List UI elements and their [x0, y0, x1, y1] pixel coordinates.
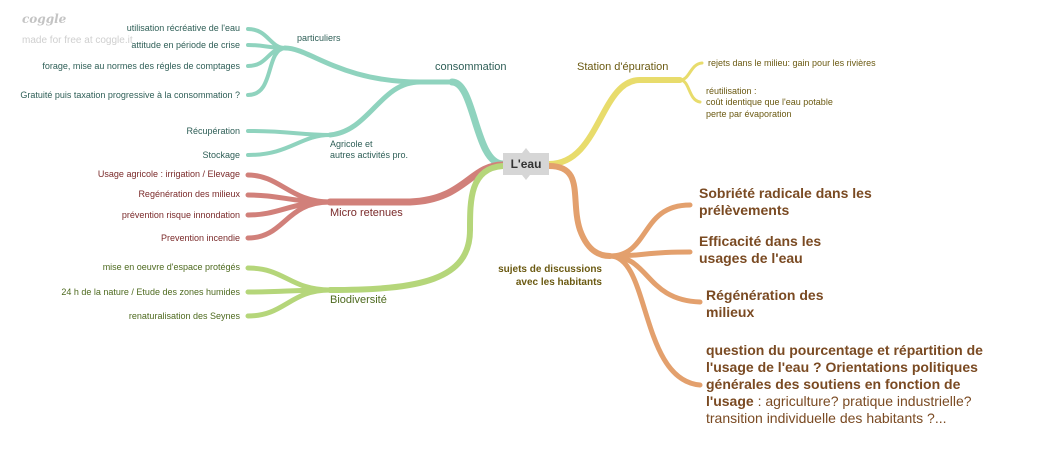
micro-item-1[interactable]: Regénération des milieux: [138, 189, 240, 199]
node-agricole-line2: autres activités pro.: [330, 150, 409, 161]
sujets-question-line3: générales des soutiens en fonction de: [706, 376, 961, 392]
node-sujets-line1: sujets de discussions: [498, 264, 602, 275]
coggle-credit: made for free at coggle.it: [22, 35, 133, 46]
link-root-sujets: [546, 163, 613, 259]
biodiversite-item-0[interactable]: mise en oeuvre d'espace protégés: [102, 262, 240, 272]
link-consommation-agricole: [327, 79, 423, 138]
sujets-question[interactable]: question du pourcentage et répartition d…: [706, 342, 1026, 427]
sujets-item-2-line2: milieux: [706, 304, 755, 320]
micro-item-2[interactable]: prévention risque innondation: [121, 210, 240, 220]
micro-item-3[interactable]: Prevention incendie: [160, 233, 240, 243]
node-sujets-line2: avec les habitants: [515, 276, 602, 288]
biodiversite-item-2[interactable]: renaturalisation des Seynes: [128, 311, 240, 321]
node-agricole-line1: Agricole et: [330, 139, 373, 149]
coggle-logo: coggle: [22, 12, 67, 26]
link-agricole-item-1: [246, 133, 332, 157]
sujets-item-1-line1: Efficacité dans les: [699, 233, 822, 249]
link-sujets-item-0: [607, 202, 693, 259]
node-sujets-discussions[interactable]: sujets de discussions avec les habitants: [498, 264, 602, 289]
station-item-1-line1: réutilisation :: [706, 86, 757, 96]
node-station-epuration[interactable]: Station d'épuration: [577, 61, 669, 73]
sujets-question-line4-bold: l'usage: [706, 393, 754, 409]
node-agricole[interactable]: Agricole et autres activités pro.: [330, 139, 408, 162]
station-item-1[interactable]: réutilisation : coût identique que l'eau…: [706, 86, 833, 120]
station-item-0[interactable]: rejets dans le milieu: gain pour les riv…: [708, 58, 876, 68]
node-biodiversite[interactable]: Biodiversité: [330, 294, 387, 306]
link-consommation-particuliers: [282, 45, 423, 85]
sujets-item-2[interactable]: Régénération des milieux: [706, 287, 1026, 321]
root-node[interactable]: L'eau: [503, 148, 549, 180]
link-sujets-question: [607, 253, 703, 388]
sujets-item-1-line2: usages de l'eau: [699, 250, 803, 266]
micro-item-0[interactable]: Usage agricole : irrigation / Elevage: [97, 169, 240, 179]
node-consommation[interactable]: consommation: [435, 61, 507, 73]
agricole-item-0[interactable]: Récupération: [186, 126, 240, 136]
sujets-item-0-line1: Sobriété radicale dans les: [699, 185, 872, 201]
particuliers-item-0[interactable]: utilisation récréative de l'eau: [126, 23, 240, 33]
agricole-item-1[interactable]: Stockage: [202, 150, 240, 160]
link-biodiversite-item-2: [245, 287, 333, 319]
link-root-biodiversite: [327, 163, 506, 293]
sujets-item-1[interactable]: Efficacité dans les usages de l'eau: [699, 233, 1019, 267]
sujets-question-line2: l'usage de l'eau ? Orientations politiqu…: [706, 359, 978, 375]
node-micro-retenues[interactable]: Micro retenues: [330, 207, 403, 219]
link-particuliers-item-3: [246, 46, 287, 97]
station-item-1-line3: perte par évaporation: [706, 108, 792, 119]
sujets-item-0[interactable]: Sobriété radicale dans les prélèvements: [699, 185, 1019, 219]
particuliers-item-1[interactable]: attitude en période de crise: [131, 40, 240, 50]
particuliers-item-3[interactable]: Gratuité puis taxation progressive à la …: [20, 90, 240, 100]
sujets-item-2-line1: Régénération des: [706, 287, 824, 303]
node-particuliers[interactable]: particuliers: [297, 33, 341, 43]
link-root-consommation: [448, 78, 507, 168]
link-root-station: [546, 77, 683, 167]
link-biodiversite-item-0: [245, 265, 333, 293]
link-micro-item-3: [245, 199, 333, 241]
sujets-question-line1: question du pourcentage et répartition d…: [706, 342, 983, 358]
particuliers-item-2[interactable]: forage, mise au normes des régles de com…: [42, 61, 240, 71]
sujets-item-0-line2: prélèvements: [699, 202, 790, 218]
sujets-question-line5: transition individuelle des habitants ?.…: [706, 410, 947, 426]
station-item-1-line2: coût identique que l'eau potable: [706, 97, 833, 108]
link-station-item-0: [678, 61, 704, 82]
biodiversite-item-1[interactable]: 24 h de la nature / Etude des zones humi…: [61, 287, 240, 297]
link-station-item-1: [678, 78, 702, 104]
sujets-question-line4-rest: : agriculture? pratique industrielle?: [753, 393, 972, 409]
sujets-question-line4: l'usage : agriculture? pratique industri…: [706, 393, 1026, 410]
